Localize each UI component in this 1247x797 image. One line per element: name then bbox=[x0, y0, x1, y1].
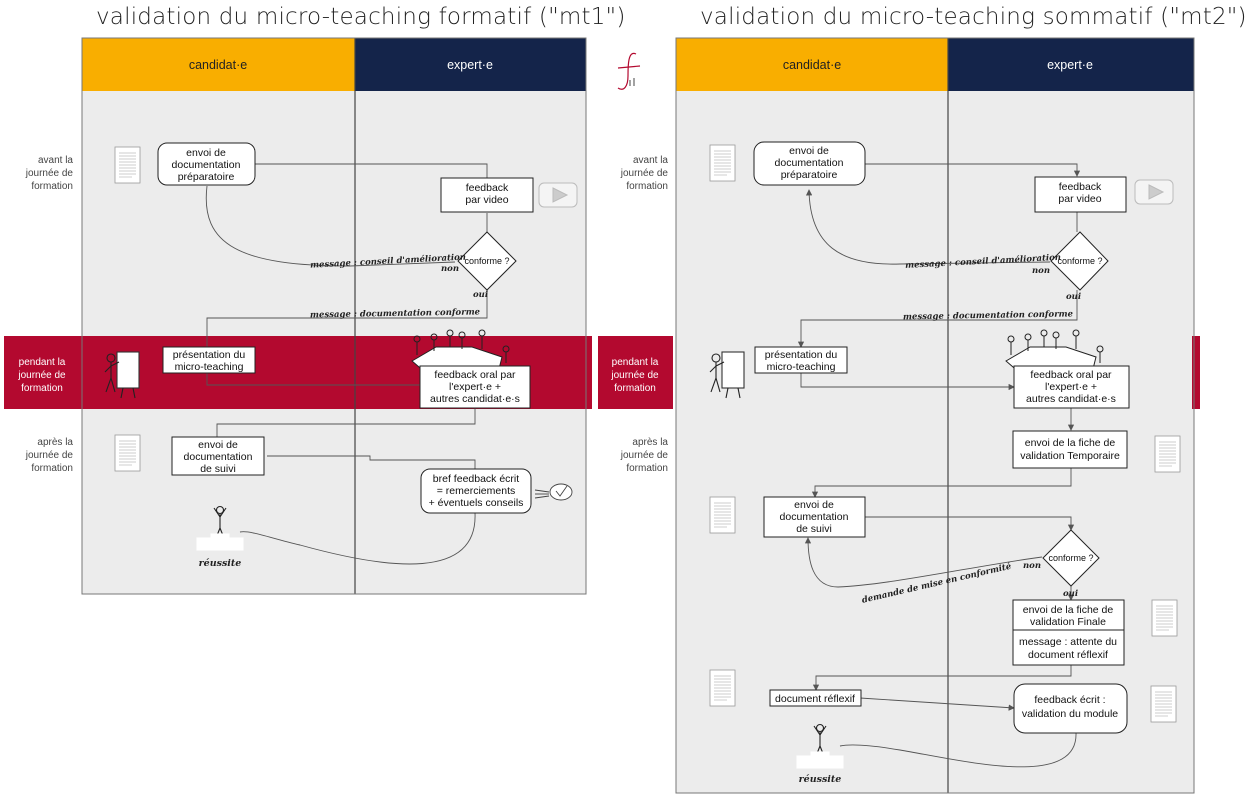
mt2-header-expert-label: expert·e bbox=[1047, 58, 1093, 72]
document-icon bbox=[114, 434, 141, 472]
mt2-header-candidate bbox=[676, 38, 948, 91]
mt2-written-feedback-box bbox=[1013, 683, 1128, 734]
mt2-header-expert bbox=[948, 38, 1194, 91]
mt1-header-candidate bbox=[82, 38, 355, 91]
mt2-oral-feedback-box bbox=[1013, 365, 1130, 409]
mt1-presentation-box bbox=[162, 346, 256, 374]
document-icon bbox=[709, 669, 736, 707]
mt2-during-band-left bbox=[598, 336, 673, 409]
mt1-decision-diamond bbox=[457, 231, 517, 291]
mt2-decision2-diamond bbox=[1042, 529, 1100, 587]
document-icon bbox=[1150, 685, 1177, 723]
video-play-icon bbox=[1134, 179, 1174, 205]
mt2-success-label: réussite bbox=[799, 774, 842, 785]
document-icon bbox=[709, 144, 736, 182]
mt2-msg-ok: message : documentation conforme bbox=[903, 309, 1074, 322]
mt2-doc-follow-box bbox=[763, 496, 866, 538]
mt2-final-validation-box bbox=[1012, 599, 1125, 666]
mt1-written-feedback-box bbox=[420, 468, 532, 514]
mt2-presentation-box bbox=[754, 346, 848, 374]
mt1-yes-label: oui bbox=[473, 290, 488, 300]
mt2-decision1-label: conforme ? bbox=[1057, 256, 1102, 266]
mt1-header-expert bbox=[355, 38, 586, 91]
mt2-no2-label: non bbox=[1023, 561, 1041, 571]
fh-logo-icon bbox=[617, 52, 641, 90]
mt2-during-band-right bbox=[1192, 336, 1200, 409]
document-icon bbox=[709, 496, 736, 534]
document-icon bbox=[114, 146, 141, 184]
mt2-decision2-label: conforme ? bbox=[1048, 553, 1093, 563]
mt1-doc-follow-box bbox=[171, 436, 265, 476]
mt1-written-feedback-label: bref feedback écrit= remerciements+ éven… bbox=[429, 473, 524, 509]
mt2-header-candidate-label: candidat·e bbox=[783, 58, 841, 72]
mt1-decision-label: conforme ? bbox=[464, 256, 509, 266]
mt2-reflexive-doc-label: document réflexif bbox=[775, 693, 855, 705]
mt1-no-label: non bbox=[441, 264, 459, 274]
mt2-no-label: non bbox=[1032, 266, 1050, 276]
mt1-success-label: réussite bbox=[199, 558, 242, 569]
mt1-oral-feedback-box bbox=[419, 365, 531, 409]
mt2-yes2-label: oui bbox=[1063, 589, 1078, 599]
mt2-written-feedback-label: feedback écrit :validation du module bbox=[1022, 694, 1118, 720]
title-mt2: validation du micro-teaching sommatif ("… bbox=[700, 4, 1247, 30]
document-icon bbox=[1154, 435, 1181, 473]
mt1-header-expert-label: expert·e bbox=[447, 58, 493, 72]
mt2-temp-validation-box bbox=[1012, 430, 1128, 469]
mt2-decision1-diamond bbox=[1050, 231, 1109, 291]
mt2-video-box bbox=[1034, 176, 1127, 213]
mt2-reflexive-doc-box bbox=[769, 689, 862, 707]
document-icon bbox=[1151, 599, 1178, 637]
video-play-icon bbox=[538, 182, 578, 208]
mt1-header-candidate-label: candidat·e bbox=[189, 58, 247, 72]
mt1-msg-ok: message : documentation conforme bbox=[310, 307, 481, 320]
mt2-yes-label: oui bbox=[1066, 292, 1081, 302]
mt1-video-box bbox=[440, 177, 534, 213]
mt2-doc-prep-box bbox=[753, 141, 866, 186]
mt1-doc-prep-box bbox=[157, 142, 256, 186]
title-mt1: validation du micro-teaching formatif ("… bbox=[96, 4, 626, 30]
speech-check-icon bbox=[534, 483, 573, 501]
